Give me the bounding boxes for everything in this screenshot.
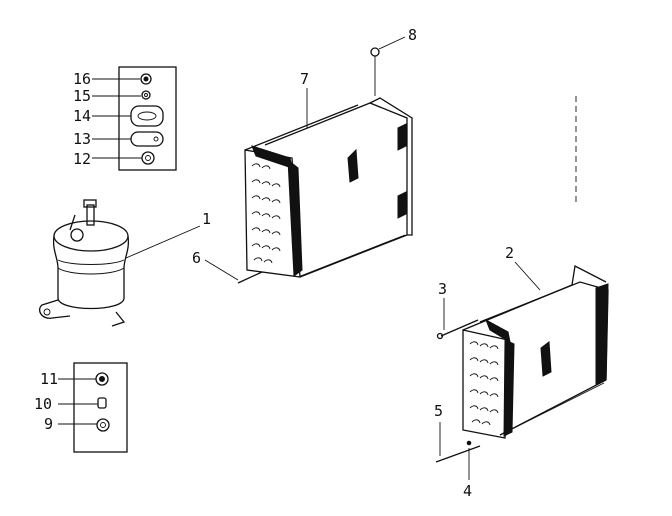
- part-13-bracket: [130, 131, 164, 147]
- callout-15: 15: [73, 87, 91, 105]
- callout-14: 14: [73, 107, 91, 125]
- part-9-nut: [96, 418, 110, 432]
- part-8-screw: [370, 36, 406, 96]
- callout-1: 1: [202, 210, 211, 228]
- callout-10: 10: [34, 395, 52, 413]
- callout-16: 16: [73, 70, 91, 88]
- callout-8: 8: [408, 26, 417, 44]
- part-12-nut: [141, 151, 155, 165]
- callout-6: 6: [192, 249, 201, 267]
- callout-2: 2: [505, 244, 514, 262]
- callout-9: 9: [44, 415, 53, 433]
- part-2-condenser-coil: [462, 261, 609, 439]
- part-4-screw: [466, 440, 472, 480]
- callout-7: 7: [300, 70, 309, 88]
- hardware-kit-upper: [92, 66, 177, 171]
- callout-12: 12: [73, 150, 91, 168]
- part-7-evaporator-coil: [244, 88, 413, 278]
- part-3-screw: [436, 298, 479, 340]
- part-6-screw: [204, 259, 263, 284]
- part-10-sleeve: [97, 397, 107, 409]
- coil-2-tubes: [469, 341, 499, 426]
- callout-labels: 1 2 3 4 5 6 7 8 9 10 11 12 13 14 15 16: [34, 26, 514, 500]
- hardware-kit-lower: [58, 362, 128, 453]
- callout-11: 11: [40, 370, 58, 388]
- part-14-mount-pad: [130, 105, 164, 127]
- part-15-washer: [141, 90, 151, 100]
- kit-panel-lower: [73, 362, 128, 453]
- callout-4: 4: [463, 482, 472, 500]
- callout-3: 3: [438, 280, 447, 298]
- part-11-grommet: [95, 372, 109, 386]
- callout-5: 5: [434, 402, 443, 420]
- part-1-compressor: [38, 199, 201, 327]
- kit-panel-upper: [118, 66, 177, 171]
- callout-13: 13: [73, 130, 91, 148]
- coil-7-tubes: [251, 163, 281, 264]
- part-16-grommet: [140, 73, 152, 85]
- part-5-rod: [435, 422, 481, 463]
